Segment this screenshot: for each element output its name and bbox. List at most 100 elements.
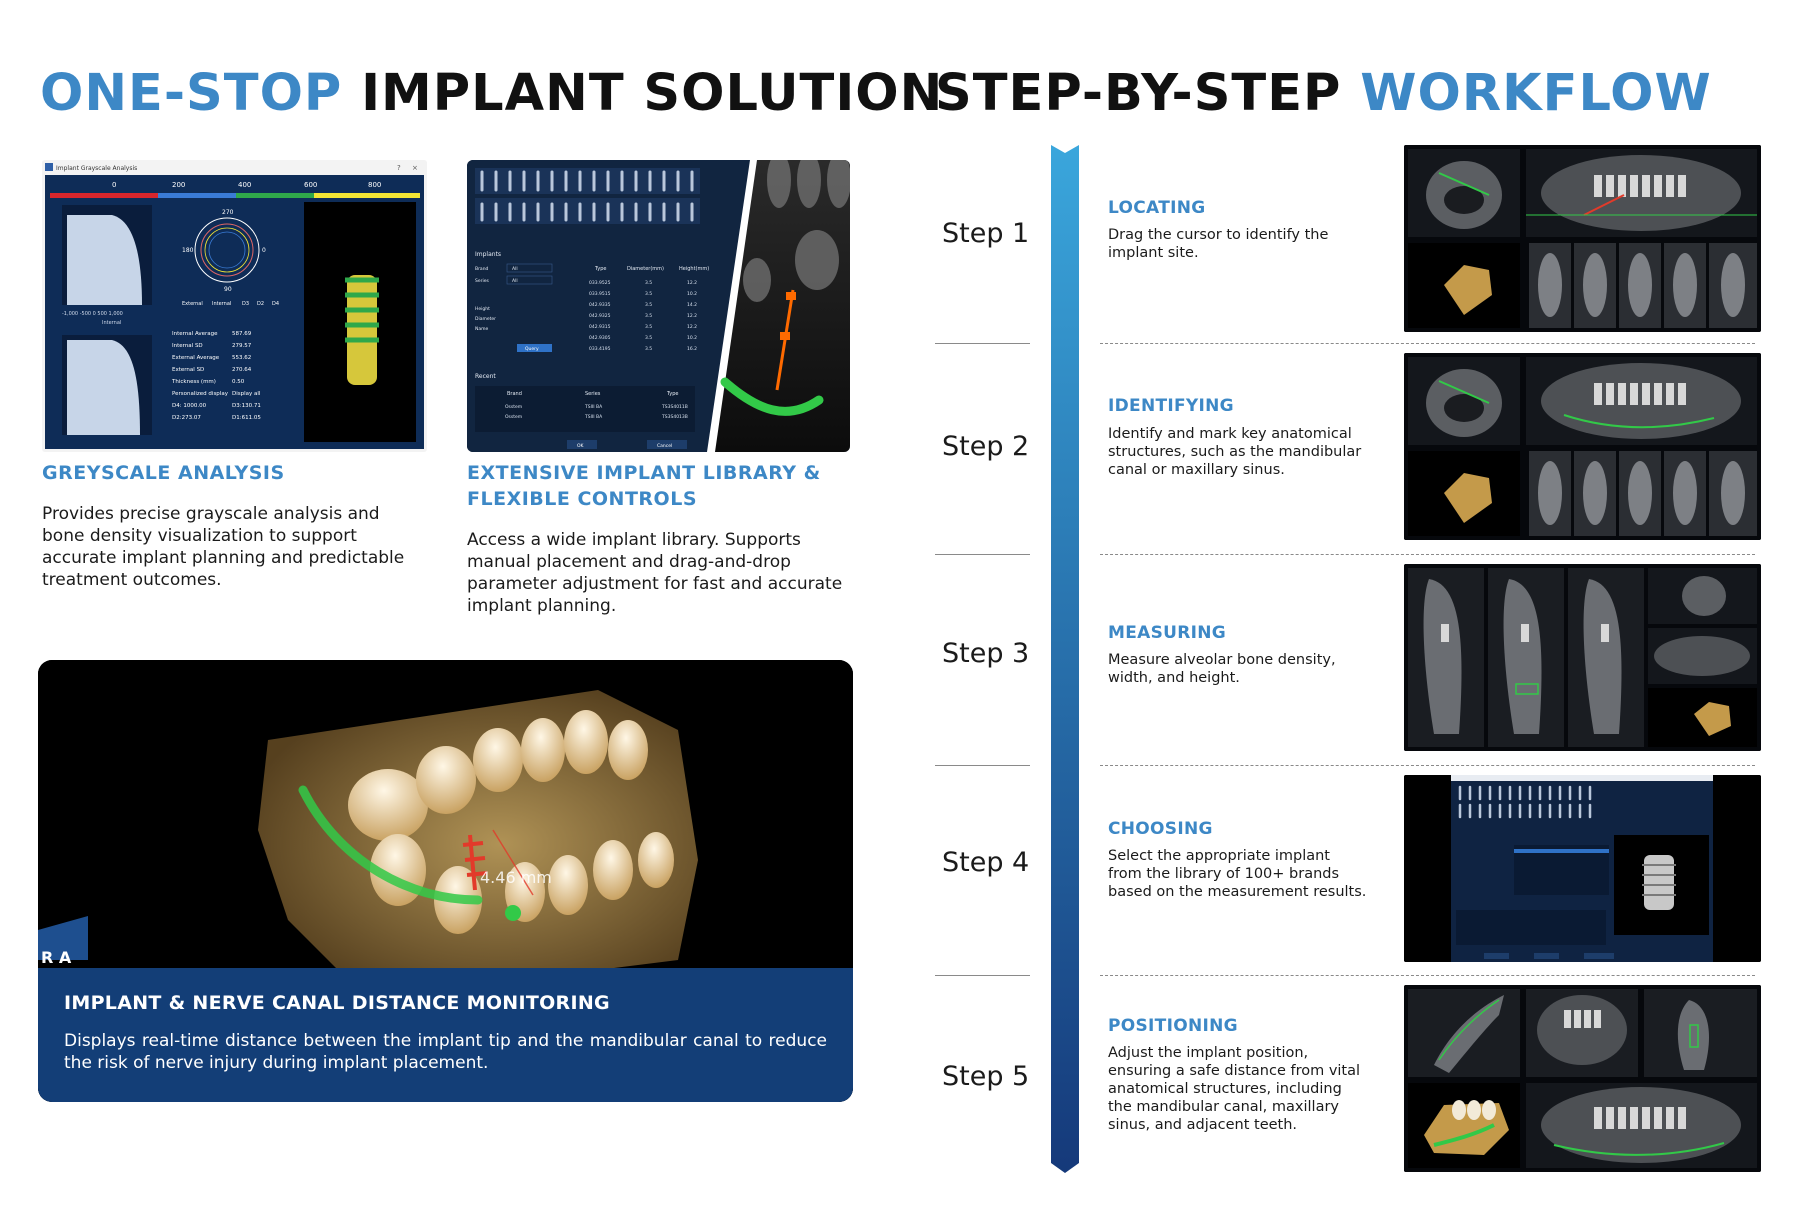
svg-text:Internal: Internal: [102, 320, 121, 326]
svg-text:3.5: 3.5: [645, 280, 652, 286]
svg-text:3.5: 3.5: [645, 313, 652, 319]
svg-text:Diameter: Diameter: [475, 316, 496, 322]
ruler-tick: 400: [238, 181, 251, 189]
svg-text:D3: D3: [242, 301, 249, 307]
svg-text:-1,000 -500 0 500 1,000: -1,000 -500 0 500 1,000: [62, 311, 123, 317]
svg-text:TSIII BA: TSIII BA: [584, 404, 603, 410]
svg-text:279.57: 279.57: [232, 343, 252, 349]
svg-text:TS3S4013B: TS3S4013B: [661, 414, 688, 420]
svg-text:D1:611.05: D1:611.05: [232, 415, 261, 421]
step-3-label: Step 3: [942, 638, 1030, 669]
svg-text:10.2: 10.2: [687, 335, 697, 341]
svg-text:R A: R A: [41, 948, 72, 967]
step-divider: [935, 765, 1030, 766]
svg-text:270.64: 270.64: [232, 367, 252, 373]
help-icon[interactable]: ?: [397, 164, 401, 172]
step-5-heading: POSITIONING: [1108, 1016, 1238, 1036]
svg-text:Height(mm): Height(mm): [679, 266, 709, 272]
svg-text:Series: Series: [585, 391, 601, 397]
svg-text:Brand: Brand: [475, 266, 489, 272]
measurement-label: 4.46 mm: [480, 868, 552, 887]
svg-text:12.2: 12.2: [687, 324, 697, 330]
svg-text:Personalized display: Personalized display: [172, 391, 229, 397]
ra-logo-icon: R A: [38, 916, 88, 967]
svg-text:Type: Type: [594, 266, 606, 272]
step-4-screenshot: [1404, 775, 1761, 962]
svg-text:Implants: Implants: [475, 251, 501, 258]
nerve-canal-panel: 4.46 mm R A IMPLANT & NERVE CANAL DISTAN…: [38, 660, 853, 1102]
svg-text:Internal: Internal: [212, 301, 231, 307]
svg-text:16.2: 16.2: [687, 346, 697, 352]
svg-text:Height: Height: [475, 306, 490, 312]
greyscale-heading: GREYSCALE ANALYSIS: [42, 462, 285, 484]
svg-text:External SD: External SD: [172, 367, 204, 373]
svg-text:Display all: Display all: [232, 391, 261, 397]
svg-text:Osstem: Osstem: [505, 404, 522, 410]
svg-text:All: All: [512, 266, 518, 272]
svg-text:Osstem: Osstem: [505, 414, 522, 420]
svg-text:033.4195: 033.4195: [589, 346, 611, 352]
nerve-canal-caption: IMPLANT & NERVE CANAL DISTANCE MONITORIN…: [38, 968, 853, 1102]
svg-text:Name: Name: [475, 326, 489, 332]
svg-text:D2:273.07: D2:273.07: [172, 415, 201, 421]
svg-text:D3:130.71: D3:130.71: [232, 403, 261, 409]
svg-text:Query: Query: [525, 346, 539, 352]
svg-text:3.5: 3.5: [645, 302, 652, 308]
svg-text:Internal Average: Internal Average: [172, 331, 218, 337]
svg-text:3.5: 3.5: [645, 324, 652, 330]
svg-text:042.9305: 042.9305: [589, 335, 611, 341]
svg-text:12.2: 12.2: [687, 280, 697, 286]
ok-button[interactable]: [567, 440, 597, 449]
svg-text:0.50: 0.50: [232, 379, 245, 385]
svg-text:Brand: Brand: [507, 391, 522, 397]
query-button[interactable]: [517, 344, 552, 352]
svg-text:Internal SD: Internal SD: [172, 343, 203, 349]
close-icon[interactable]: ×: [412, 164, 418, 172]
nerve-canal-text: Displays real-time distance between the …: [64, 1031, 827, 1073]
step-2-heading: IDENTIFYING: [1108, 396, 1234, 416]
svg-text:External Average: External Average: [172, 355, 220, 361]
ruler-tick: 200: [172, 181, 185, 189]
right-title: STEP-BY-STEP WORKFLOW: [935, 68, 1712, 119]
svg-text:Type: Type: [666, 391, 678, 397]
right-title-main: STEP-BY-STEP: [935, 64, 1342, 123]
svg-text:TS3S4011B: TS3S4011B: [661, 404, 688, 410]
svg-text:Recent: Recent: [475, 373, 496, 380]
step-3-heading: MEASURING: [1108, 623, 1227, 643]
left-title-accent: ONE-STOP: [40, 64, 343, 123]
nerve-canal-heading: IMPLANT & NERVE CANAL DISTANCE MONITORIN…: [64, 992, 610, 1014]
step-divider: [935, 975, 1030, 976]
cancel-button[interactable]: [647, 440, 687, 449]
step-1-text: Drag the cursor to identify the implant …: [1108, 227, 1329, 261]
step-divider: [935, 343, 1030, 344]
polar-chart: 270 180 0 90: [182, 209, 266, 293]
step-4-label: Step 4: [942, 847, 1030, 878]
implant-library-screenshot: Implants Brand Series Height Diameter Na…: [467, 160, 850, 452]
step-separator: [1100, 343, 1755, 344]
greyscale-window: Implant Grayscale Analysis ? × 0 200 400…: [42, 160, 427, 449]
svg-text:033.9515: 033.9515: [589, 291, 611, 297]
svg-text:All: All: [512, 278, 518, 284]
svg-text:10.2: 10.2: [687, 291, 697, 297]
step-2-text: Identify and mark key anatomical structu…: [1108, 426, 1362, 478]
step-5-text: Adjust the implant position, ensuring a …: [1108, 1045, 1361, 1133]
svg-text:042.9315: 042.9315: [589, 324, 611, 330]
svg-text:553.62: 553.62: [232, 355, 251, 361]
svg-text:12.2: 12.2: [687, 313, 697, 319]
svg-text:Thickness (mm): Thickness (mm): [171, 379, 216, 385]
step-2-label: Step 2: [942, 431, 1030, 462]
left-title: ONE-STOP IMPLANT SOLUTION: [40, 68, 943, 119]
step-separator: [1100, 975, 1755, 976]
svg-text:OK: OK: [577, 443, 585, 449]
svg-text:3.5: 3.5: [645, 346, 652, 352]
step-divider: [935, 554, 1030, 555]
svg-text:Series: Series: [475, 278, 489, 284]
step-5-screenshot: [1404, 985, 1761, 1172]
ruler-tick: 0: [112, 181, 116, 189]
svg-text:External: External: [182, 301, 203, 307]
svg-text:3.5: 3.5: [645, 335, 652, 341]
implant-3d-illustration: [345, 275, 379, 385]
step-1-heading: LOCATING: [1108, 198, 1206, 218]
left-title-main: IMPLANT SOLUTION: [361, 64, 944, 123]
